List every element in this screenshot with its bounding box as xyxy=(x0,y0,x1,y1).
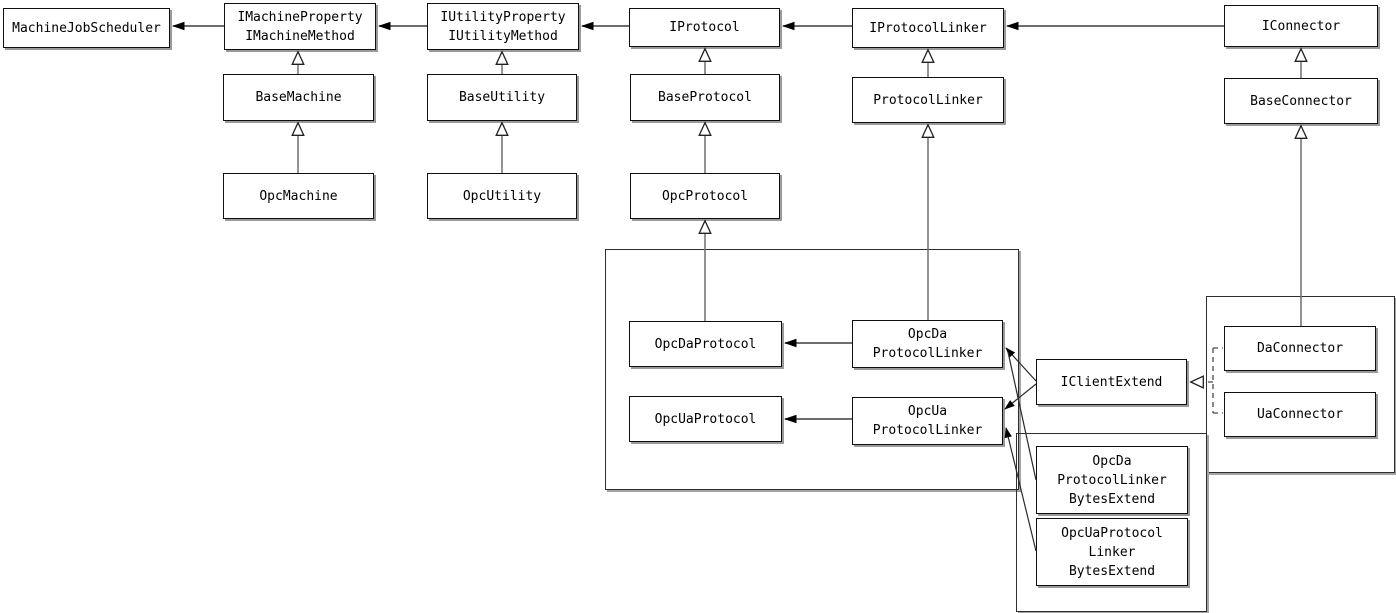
group-connectors-package xyxy=(1206,296,1395,473)
class-opc-utility: OpcUtility xyxy=(427,173,577,219)
class-protocol-linker: ProtocolLinker xyxy=(852,77,1004,123)
interface-iconnector: IConnector xyxy=(1224,5,1378,47)
class-opc-da-protocol-linker-bytes-extend: OpcDa ProtocolLinker BytesExtend xyxy=(1036,446,1188,514)
class-opc-machine: OpcMachine xyxy=(223,173,374,219)
interface-iutility-property-method: IUtilityProperty IUtilityMethod xyxy=(427,3,579,50)
class-base-protocol: BaseProtocol xyxy=(630,74,780,121)
class-ua-connector: UaConnector xyxy=(1224,392,1376,437)
class-opc-protocol: OpcProtocol xyxy=(630,173,780,219)
class-base-machine: BaseMachine xyxy=(223,74,374,121)
class-opc-ua-protocol-linker-bytes-extend: OpcUaProtocol Linker BytesExtend xyxy=(1036,518,1188,586)
class-machine-job-scheduler: MachineJobScheduler xyxy=(3,8,170,48)
class-base-utility: BaseUtility xyxy=(427,74,577,121)
interface-iclient-extend: IClientExtend xyxy=(1036,359,1187,405)
interface-iprotocol: IProtocol xyxy=(629,8,780,47)
class-da-connector: DaConnector xyxy=(1224,326,1376,371)
group-opc-protocol-package xyxy=(605,249,1019,490)
class-opc-ua-protocol: OpcUaProtocol xyxy=(629,396,782,442)
class-opc-ua-protocol-linker: OpcUa ProtocolLinker xyxy=(852,397,1003,445)
class-base-connector: BaseConnector xyxy=(1224,78,1378,124)
interface-imachine-property-method: IMachineProperty IMachineMethod xyxy=(224,3,376,50)
class-opc-da-protocol-linker: OpcDa ProtocolLinker xyxy=(852,320,1003,368)
class-opc-da-protocol: OpcDaProtocol xyxy=(629,321,782,367)
interface-iprotocollinker: IProtocolLinker xyxy=(852,8,1004,48)
